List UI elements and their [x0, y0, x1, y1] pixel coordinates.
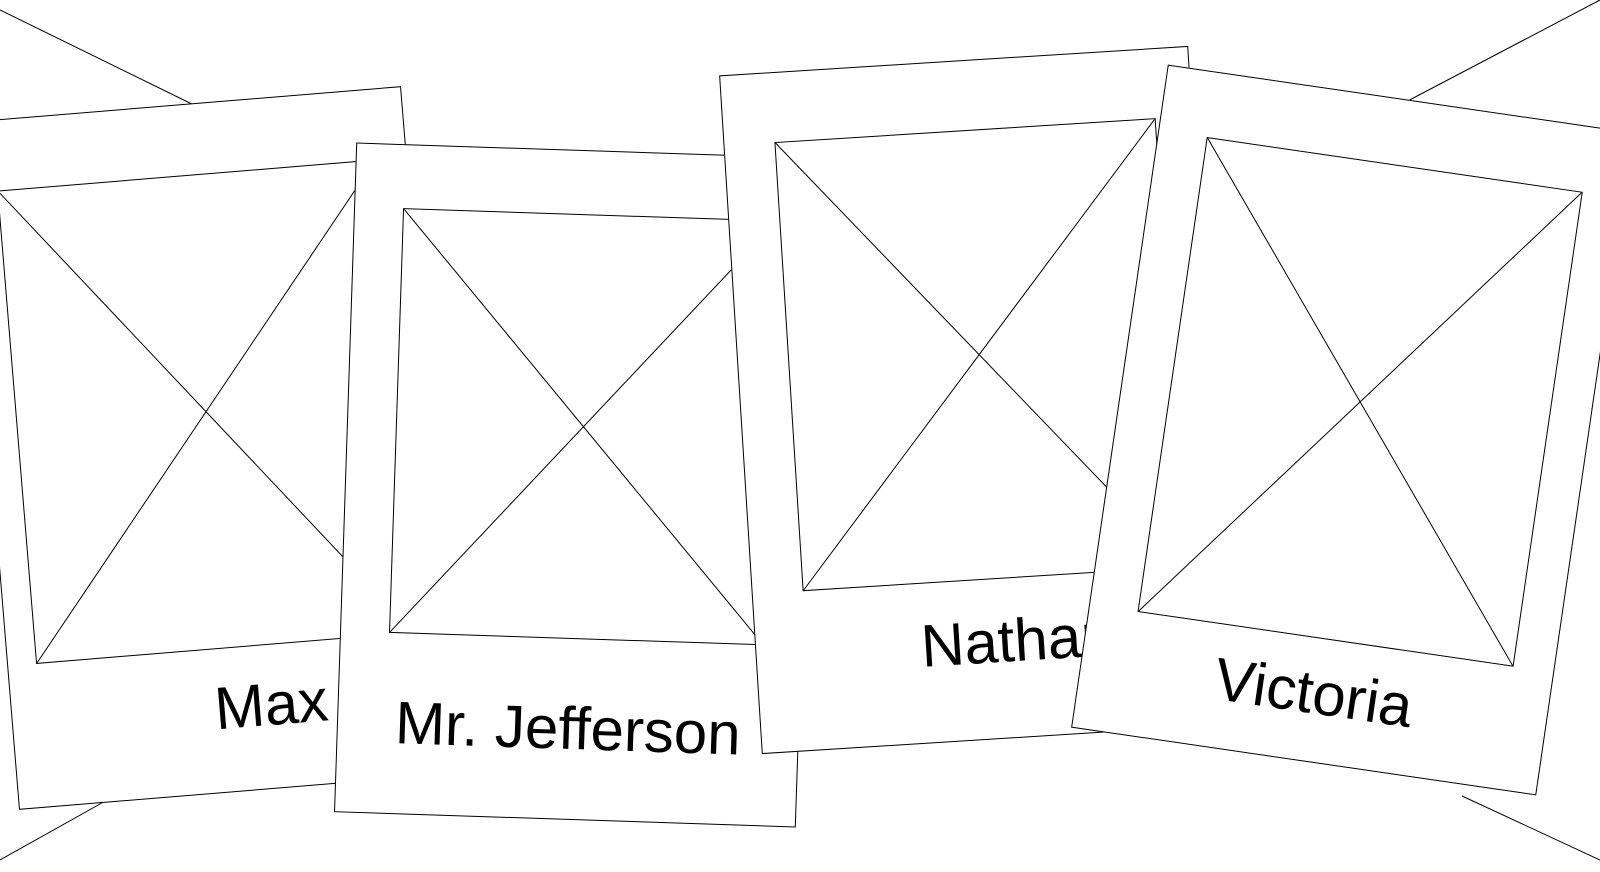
image-placeholder-icon	[388, 208, 778, 646]
background-line-top-left	[0, 9, 201, 109]
image-placeholder-icon	[1137, 136, 1583, 667]
character-name-label: Mr. Jefferson	[394, 689, 742, 768]
background-line-bottom-right	[1461, 795, 1600, 861]
character-card-mr-jefferson[interactable]: Mr. Jefferson	[334, 142, 818, 828]
background-line-top-right	[1399, 0, 1600, 106]
character-card-victoria[interactable]: Victoria	[1071, 64, 1600, 796]
